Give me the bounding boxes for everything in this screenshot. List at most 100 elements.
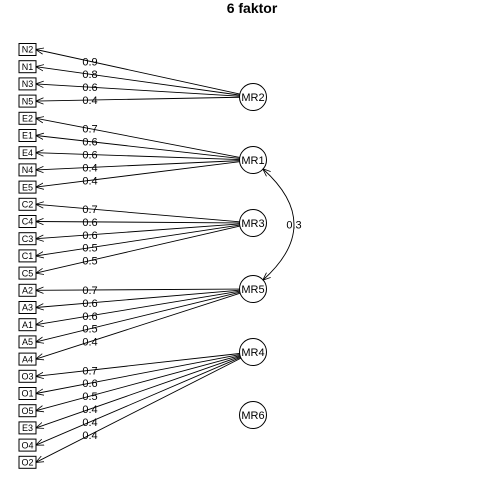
loading-arrow-MR3-C2 <box>36 204 240 223</box>
item-box-O2 <box>18 455 37 469</box>
item-box-E1 <box>18 129 37 142</box>
loading-value-MR1-E2: 0.7 <box>82 124 97 136</box>
loading-value-MR5-A2: 0.7 <box>82 285 97 297</box>
factor-node-MR2 <box>239 83 267 111</box>
item-label-N4: N4 <box>22 165 34 175</box>
item-box-C2 <box>18 197 37 211</box>
loading-value-MR5-A4: 0.4 <box>82 337 97 349</box>
factor-label-MR6: MR6 <box>241 410 264 422</box>
loading-value-MR2-N5: 0.4 <box>82 95 97 107</box>
factor-node-MR4 <box>239 338 267 366</box>
item-box-C5 <box>18 266 37 280</box>
item-label-N2: N2 <box>22 45 34 55</box>
loading-value-MR1-E4: 0.6 <box>82 150 97 162</box>
loading-value-MR1-E1: 0.6 <box>82 137 97 149</box>
item-label-C3: C3 <box>22 234 34 244</box>
correlation-arc-MR1-MR5 <box>263 169 295 280</box>
loading-arrow-MR3-C3 <box>36 223 240 239</box>
item-label-C5: C5 <box>22 268 34 278</box>
loading-arrow-MR5-A4 <box>36 292 241 359</box>
item-label-N5: N5 <box>22 96 34 106</box>
factor-label-MR3: MR3 <box>241 218 264 230</box>
loading-value-MR2-N2: 0.9 <box>82 56 97 68</box>
item-label-O5: O5 <box>21 406 33 416</box>
factor-node-MR5 <box>239 275 267 303</box>
factor-node-MR6 <box>239 401 267 429</box>
loading-arrow-MR2-N3 <box>36 84 240 97</box>
loading-arrow-MR2-N1 <box>36 67 240 96</box>
factor-label-MR1: MR1 <box>241 155 264 167</box>
item-box-E3 <box>18 421 37 435</box>
loading-arrow-MR1-E4 <box>36 153 240 160</box>
loading-arrow-MR4-O2 <box>36 357 242 462</box>
item-label-E1: E1 <box>22 131 33 141</box>
item-label-E5: E5 <box>22 182 33 192</box>
loading-value-MR1-N4: 0.4 <box>82 162 97 174</box>
item-box-A3 <box>18 301 37 314</box>
loading-arrow-MR5-A2 <box>36 289 240 290</box>
item-box-E4 <box>18 146 37 160</box>
item-box-A1 <box>18 318 37 332</box>
item-label-C1: C1 <box>22 251 34 261</box>
loading-arrow-MR1-E1 <box>36 136 240 159</box>
loading-arrow-MR2-N2 <box>36 50 240 95</box>
loading-value-MR2-N1: 0.8 <box>82 69 97 81</box>
item-box-N2 <box>18 43 37 56</box>
item-box-N5 <box>18 94 37 108</box>
item-label-C2: C2 <box>22 200 34 210</box>
factor-label-MR5: MR5 <box>241 284 264 296</box>
factor-node-MR1 <box>239 146 267 174</box>
correlation-value-MR1-MR5: 0.3 <box>286 220 301 232</box>
loading-value-MR4-O4: 0.4 <box>82 417 97 429</box>
item-box-O4 <box>18 438 37 452</box>
item-label-E2: E2 <box>22 114 33 124</box>
item-box-E5 <box>18 180 37 194</box>
item-label-A2: A2 <box>22 286 33 296</box>
loading-value-MR1-E5: 0.4 <box>82 175 97 187</box>
loading-value-MR5-A1: 0.6 <box>82 311 97 323</box>
item-box-C3 <box>18 232 37 246</box>
loading-arrow-MR4-O1 <box>36 354 240 394</box>
loading-value-MR3-C3: 0.6 <box>82 230 97 242</box>
item-box-N3 <box>18 77 37 91</box>
loading-arrow-MR3-C4 <box>36 222 240 223</box>
item-label-C4: C4 <box>22 217 34 227</box>
loading-arrow-MR4-O4 <box>36 356 241 445</box>
item-box-A5 <box>18 335 37 349</box>
loading-value-MR3-C5: 0.5 <box>82 256 97 268</box>
loading-value-MR4-O5: 0.5 <box>82 391 97 403</box>
item-box-N4 <box>18 163 37 177</box>
loading-arrow-MR4-O5 <box>36 355 241 411</box>
loading-arrow-MR5-A3 <box>36 289 240 307</box>
item-box-E2 <box>18 111 37 125</box>
item-box-C4 <box>18 215 37 228</box>
item-box-O3 <box>18 369 37 383</box>
item-label-A4: A4 <box>22 354 33 364</box>
item-label-A3: A3 <box>22 303 33 313</box>
loading-arrow-MR4-E3 <box>36 356 241 427</box>
diagram-title: 6 faktor <box>227 0 278 16</box>
loading-value-MR4-O1: 0.6 <box>82 378 97 390</box>
item-box-O5 <box>18 404 37 418</box>
loading-value-MR2-N3: 0.6 <box>82 82 97 94</box>
loading-value-MR5-A3: 0.6 <box>82 298 97 310</box>
item-label-A5: A5 <box>22 337 33 347</box>
observed-items: N2N1N3N5E2E1E4N4E5C2C4C3C1C5A2A3A1A5A4O3… <box>18 43 37 469</box>
loading-arrow-MR4-O3 <box>36 353 240 377</box>
item-label-E3: E3 <box>22 423 33 433</box>
item-label-E4: E4 <box>22 148 33 158</box>
factor-label-MR2: MR2 <box>241 92 264 104</box>
loading-arrow-MR3-C5 <box>36 225 240 273</box>
item-label-O2: O2 <box>21 458 33 468</box>
loading-value-MR3-C1: 0.5 <box>82 243 97 255</box>
loading-arrow-MR1-E5 <box>36 161 240 187</box>
item-box-N1 <box>18 60 37 74</box>
loading-value-MR4-O3: 0.7 <box>82 365 97 377</box>
loading-arrow-MR3-C1 <box>36 224 240 256</box>
loading-arrow-MR1-N4 <box>36 160 240 170</box>
item-label-O4: O4 <box>21 440 33 450</box>
loading-value-MR5-A5: 0.5 <box>82 324 97 336</box>
item-box-C1 <box>18 249 37 263</box>
